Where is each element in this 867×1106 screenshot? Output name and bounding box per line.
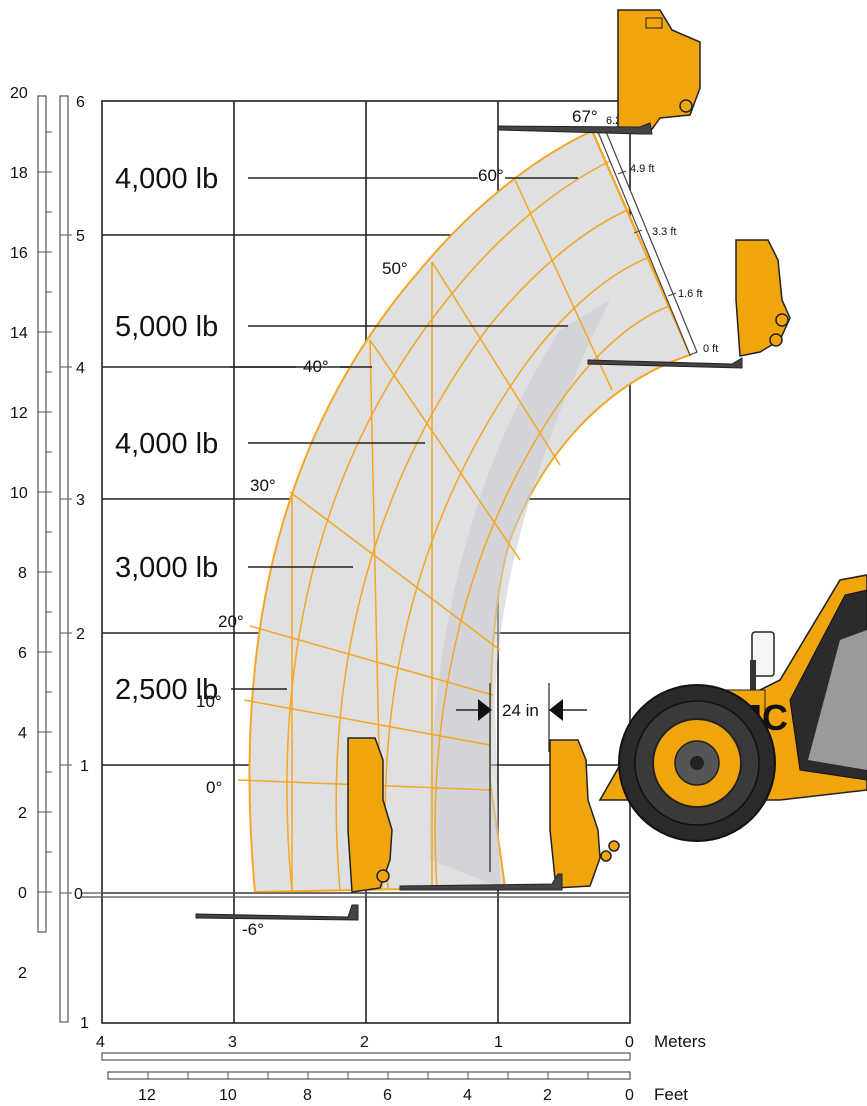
- feet-x-tick: 10: [219, 1087, 237, 1104]
- angle-10: 10°: [196, 692, 222, 711]
- feet-x-tick: 0: [625, 1087, 634, 1104]
- ground-line: [82, 892, 630, 898]
- load-zones: 4,000 lb 5,000 lb 4,000 lb 3,000 lb 2,50…: [115, 163, 578, 706]
- feet-x-tick: 12: [138, 1087, 156, 1104]
- meters-tick: 3: [76, 492, 85, 509]
- meters-tick: 0: [74, 886, 83, 903]
- horizontal-scale-meters: 4 3 2 1 0 Meters: [96, 1032, 706, 1061]
- carriage-top: [497, 9, 701, 135]
- feet-tick: 0: [18, 885, 27, 902]
- meters-x-tick: 3: [228, 1034, 237, 1051]
- angle-30: 30°: [250, 476, 276, 495]
- feet-tick: 18: [10, 165, 28, 182]
- feet-tick: 16: [10, 245, 28, 262]
- load-label-bottom: 2,500 lb: [115, 674, 218, 706]
- angle-minus-6: -6°: [242, 920, 264, 939]
- feet-x-tick: 8: [303, 1087, 312, 1104]
- carriage-right: [587, 239, 791, 369]
- feet-x-tick: 2: [543, 1087, 552, 1104]
- vertical-scale-meters: 6 5 4 3 2 1 0 1: [59, 94, 89, 1032]
- feet-x-tick: 4: [463, 1087, 472, 1104]
- feet-tick: 14: [10, 325, 28, 342]
- extension-1-6: 1.6 ft: [678, 288, 702, 300]
- extension-4-9: 4.9 ft: [630, 163, 654, 175]
- meters-tick: 5: [76, 228, 85, 245]
- boom-angles: 67° 60° 50° 40° 30° 20° 10° 0° -6°: [196, 107, 598, 939]
- feet-tick: 12: [10, 405, 28, 422]
- meters-tick: 1: [80, 758, 89, 775]
- meters-tick: 4: [76, 360, 85, 377]
- feet-tick: 10: [10, 485, 28, 502]
- angle-50: 50°: [382, 259, 408, 278]
- carriage-ground-left: [195, 737, 393, 921]
- clearance-label: 24 in: [502, 701, 539, 720]
- extension-3-3: 3.3 ft: [652, 226, 676, 238]
- feet-tick: 4: [18, 725, 27, 742]
- meters-unit-label: Meters: [654, 1032, 706, 1051]
- meters-x-tick: 0: [625, 1034, 634, 1051]
- load-label-low: 3,000 lb: [115, 552, 218, 584]
- feet-x-tick: 6: [383, 1087, 392, 1104]
- meters-x-tick: 4: [96, 1034, 105, 1051]
- meters-x-tick: 1: [494, 1034, 503, 1051]
- feet-tick: 2: [18, 805, 27, 822]
- load-label-max: 5,000 lb: [115, 311, 218, 343]
- load-envelope: [237, 129, 692, 894]
- meters-tick: 1: [80, 1015, 89, 1032]
- horizontal-scale-feet: 12 10 8 6 4 2 0 Feet: [107, 1071, 688, 1104]
- angle-20: 20°: [218, 612, 244, 631]
- feet-unit-label: Feet: [654, 1085, 688, 1104]
- feet-tick: 6: [18, 645, 27, 662]
- meters-x-tick: 2: [360, 1034, 369, 1051]
- envelope-arcs: [286, 159, 673, 893]
- meters-tick: 6: [76, 94, 85, 111]
- feet-tick: 8: [18, 565, 27, 582]
- carriage-ground-right: [399, 739, 620, 891]
- angle-67: 67°: [572, 107, 598, 126]
- load-label-top: 4,000 lb: [115, 163, 218, 195]
- frame-clearance: 24 in: [456, 683, 587, 872]
- feet-tick: 20: [10, 85, 28, 102]
- envelope-inner-shade: [429, 300, 610, 887]
- extension-0: 0 ft: [703, 343, 718, 355]
- meters-tick: 2: [76, 626, 85, 643]
- angle-60: 60°: [478, 166, 504, 185]
- angle-0: 0°: [206, 778, 222, 797]
- mirror-icon: [751, 631, 775, 677]
- angle-40: 40°: [303, 357, 329, 376]
- vertical-scale-feet: 20 18 16 14 12 10 8 6 4 2 0 2: [10, 85, 52, 982]
- feet-tick: 2: [18, 965, 27, 982]
- load-label-mid: 4,000 lb: [115, 428, 218, 460]
- telehandler-machine: JC: [598, 574, 867, 842]
